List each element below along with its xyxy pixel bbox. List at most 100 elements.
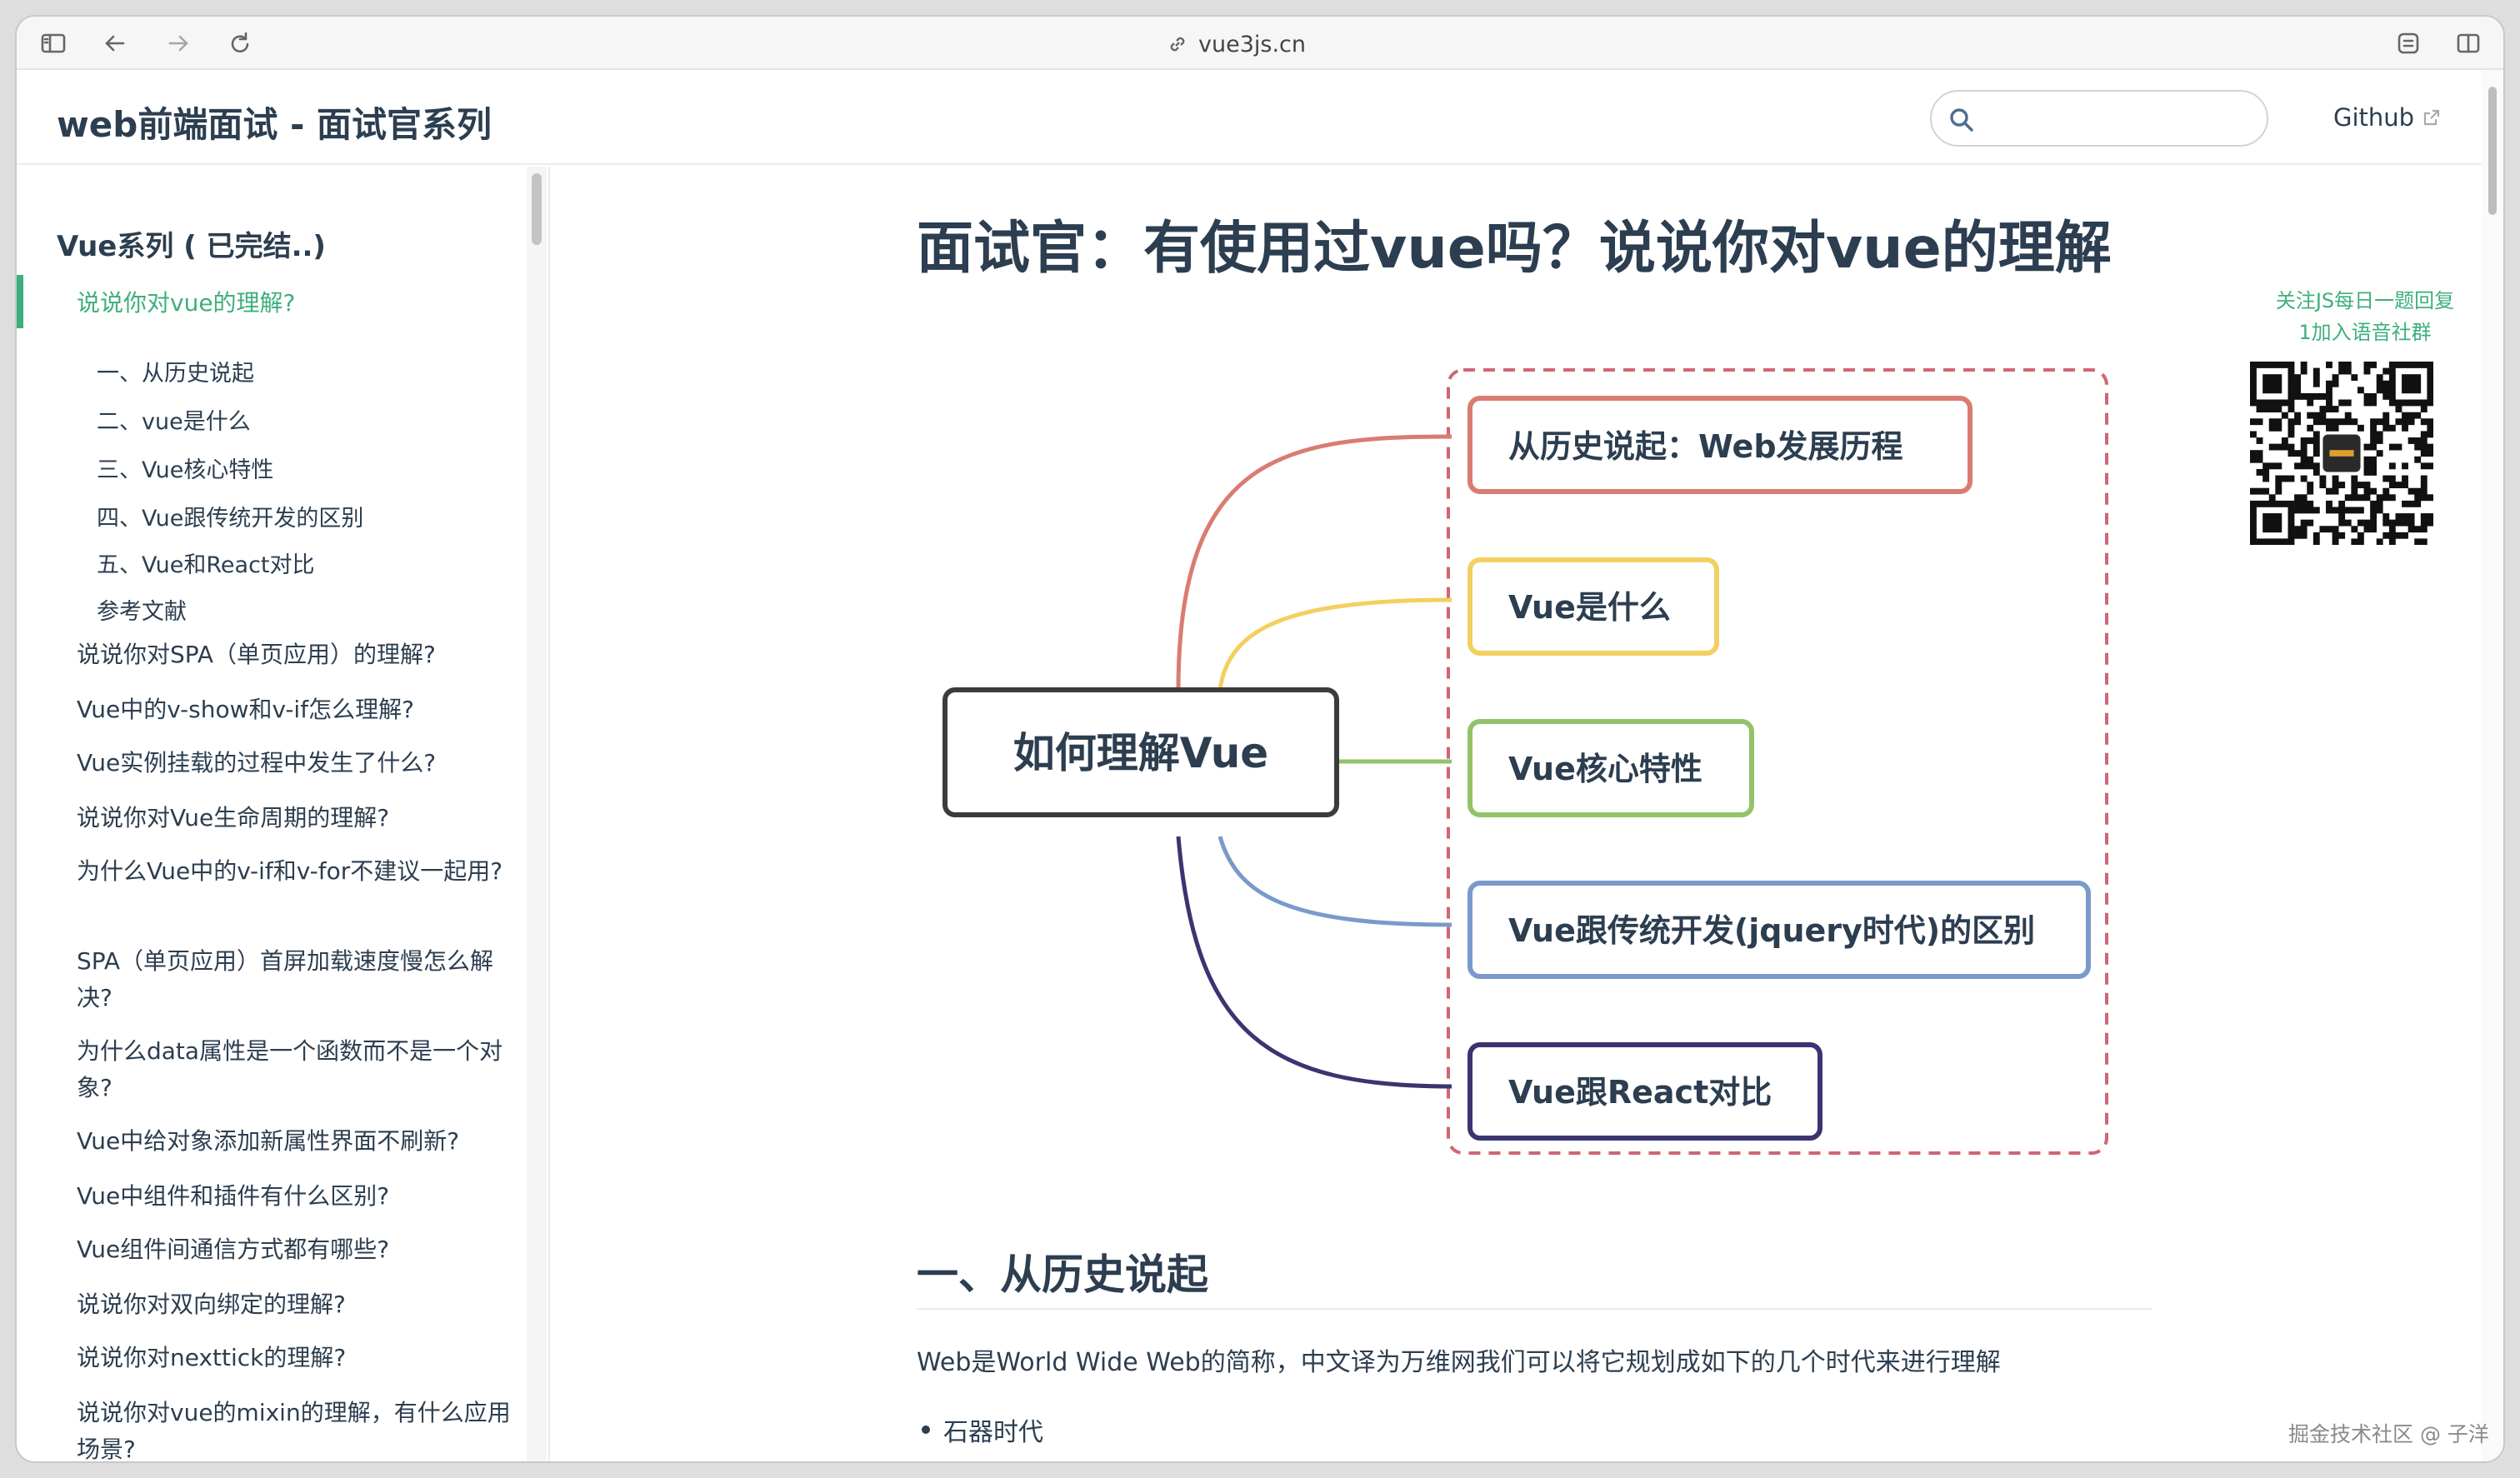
qr-module [2332, 424, 2339, 432]
sidebar-subitem-core-features[interactable]: 三、Vue核心特性 [97, 457, 274, 483]
qr-module [2256, 487, 2263, 495]
qr-module [2363, 462, 2371, 470]
reload-icon[interactable] [225, 28, 255, 58]
forward-arrow-icon[interactable] [163, 28, 193, 58]
qr-module [2312, 507, 2320, 514]
qr-module [2376, 380, 2383, 387]
promo-text: 关注JS每日一题回复 1加入语音社群 [2240, 285, 2490, 348]
search-box[interactable] [1930, 90, 2268, 147]
sidebar-item[interactable]: 说说你对vue的mixin的理解，有什么应用场景? [77, 1399, 511, 1461]
qr-module [2420, 450, 2428, 457]
qr-module [2300, 437, 2308, 444]
page-scroll-thumb[interactable] [2488, 87, 2497, 215]
qr-module [2275, 500, 2282, 507]
link-icon [1170, 37, 1185, 52]
sidebar-subitem-vs-react[interactable]: 五、Vue和React对比 [97, 552, 315, 578]
qr-module [2351, 487, 2358, 495]
qr-module [2357, 424, 2364, 432]
qr-module [2388, 362, 2396, 368]
sidebar-scroll-thumb[interactable] [532, 173, 542, 245]
sidebar-item[interactable]: 为什么data属性是一个函数而不是一个对象? [77, 1037, 503, 1101]
qr-module [2395, 519, 2402, 527]
qr-module [2402, 462, 2408, 470]
sidebar-item[interactable]: 说说你对双向绑定的理解? [77, 1291, 346, 1318]
sidebar-toggle-icon[interactable] [38, 28, 68, 58]
sidebar-scrollbar[interactable] [527, 167, 547, 1461]
qr-module [2382, 532, 2390, 539]
sidebar-item[interactable]: Vue中的v-show和v-if怎么理解? [77, 696, 414, 723]
page-scrollbar[interactable] [2482, 70, 2503, 1461]
mindmap-node-core-features-label: Vue核心特性 [1508, 751, 1702, 787]
qr-module [2268, 462, 2276, 470]
sidebar-subitem-history[interactable]: 一、从历史说起 [97, 361, 254, 387]
qr-module [2427, 431, 2433, 438]
qr-module [2262, 526, 2270, 533]
qr-module [2370, 392, 2378, 400]
sidebar-item[interactable]: Vue实例挂载的过程中发生了什么? [77, 749, 437, 776]
qr-module [2262, 468, 2270, 476]
page-title: 面试官：有使用过vue吗？说说你对vue的理解 [917, 216, 2112, 282]
address-bar[interactable]: vue3js.cn [1167, 30, 1367, 58]
sidebar-subitem-what-is-vue[interactable]: 二、vue是什么 [97, 409, 251, 435]
qr-module [2294, 462, 2301, 470]
sidebar-item[interactable]: SPA（单页应用）首屏加载速度慢怎么解决? [77, 947, 494, 1011]
qr-module [2312, 538, 2320, 545]
sidebar-item-active[interactable]: 说说你对vue的理解? [17, 275, 517, 328]
qr-module [2402, 500, 2408, 507]
sidebar-item[interactable]: Vue组件间通信方式都有哪些? [77, 1236, 390, 1263]
qr-module [2256, 456, 2263, 463]
qr-module [2307, 412, 2314, 419]
search-input[interactable] [1985, 102, 2252, 135]
qr-module [2427, 450, 2433, 457]
qr-module [2357, 507, 2364, 514]
qr-module [2408, 526, 2415, 533]
qr-module [2402, 513, 2408, 520]
sidebar-item[interactable]: 说说你对SPA（单页应用）的理解? [77, 641, 436, 668]
sidebar-item[interactable]: Vue中给对象添加新属性界面不刷新? [77, 1127, 460, 1155]
qr-module [2427, 362, 2433, 368]
qr-module [2326, 392, 2332, 400]
github-link[interactable]: Github [2333, 103, 2441, 132]
qr-module [2288, 532, 2295, 539]
qr-module [2262, 519, 2270, 527]
qr-module [2312, 418, 2320, 426]
qr-module [2402, 482, 2408, 489]
qr-module [2312, 392, 2320, 400]
sidebar-subitem-vs-traditional[interactable]: 四、Vue跟传统开发的区别 [97, 506, 364, 532]
qr-module [2307, 519, 2314, 527]
qr-logo-bar [2329, 450, 2354, 457]
qr-module [2357, 532, 2364, 539]
mindmap-link-traditional [1218, 836, 1452, 927]
mindmap-node-what-is-vue-label: Vue是什么 [1508, 589, 1671, 626]
sidebar-subitem-references[interactable]: 参考文献 [97, 599, 187, 625]
qr-module [2319, 392, 2327, 400]
qr-module [2312, 380, 2320, 387]
sidebar-item[interactable]: 为什么Vue中的v-if和v-for不建议一起用? [77, 857, 503, 885]
qr-module [2326, 487, 2332, 495]
sidebar-group-title[interactable]: Vue系列 ( 已完结..) [57, 230, 326, 263]
qr-module [2370, 487, 2378, 495]
site-title[interactable]: web前端面试 - 面试官系列 [57, 104, 492, 145]
reader-icon[interactable] [2393, 28, 2423, 58]
qr-module [2300, 367, 2308, 375]
qr-module [2250, 362, 2257, 368]
qr-module [2326, 507, 2332, 514]
qr-module [2250, 399, 2257, 407]
qr-module [2268, 418, 2276, 426]
qr-module [2275, 526, 2282, 533]
qr-module [2288, 418, 2295, 426]
sidebar-item[interactable]: Vue中组件和插件有什么区别? [77, 1182, 390, 1210]
sidebar-item[interactable]: 说说你对nexttick的理解? [77, 1344, 347, 1371]
sidebar-item[interactable]: 说说你对Vue生命周期的理解? [77, 804, 390, 831]
qr-module [2420, 475, 2428, 482]
qr-module [2344, 399, 2352, 407]
qr-module [2427, 399, 2433, 407]
qr-module [2338, 507, 2346, 514]
qr-module [2363, 456, 2371, 463]
qr-module [2351, 507, 2358, 514]
split-view-icon[interactable] [2453, 28, 2483, 58]
mindmap-node-core-features [1468, 719, 1754, 817]
qr-module [2250, 519, 2257, 527]
back-arrow-icon[interactable] [100, 28, 130, 58]
qr-module [2376, 418, 2383, 426]
